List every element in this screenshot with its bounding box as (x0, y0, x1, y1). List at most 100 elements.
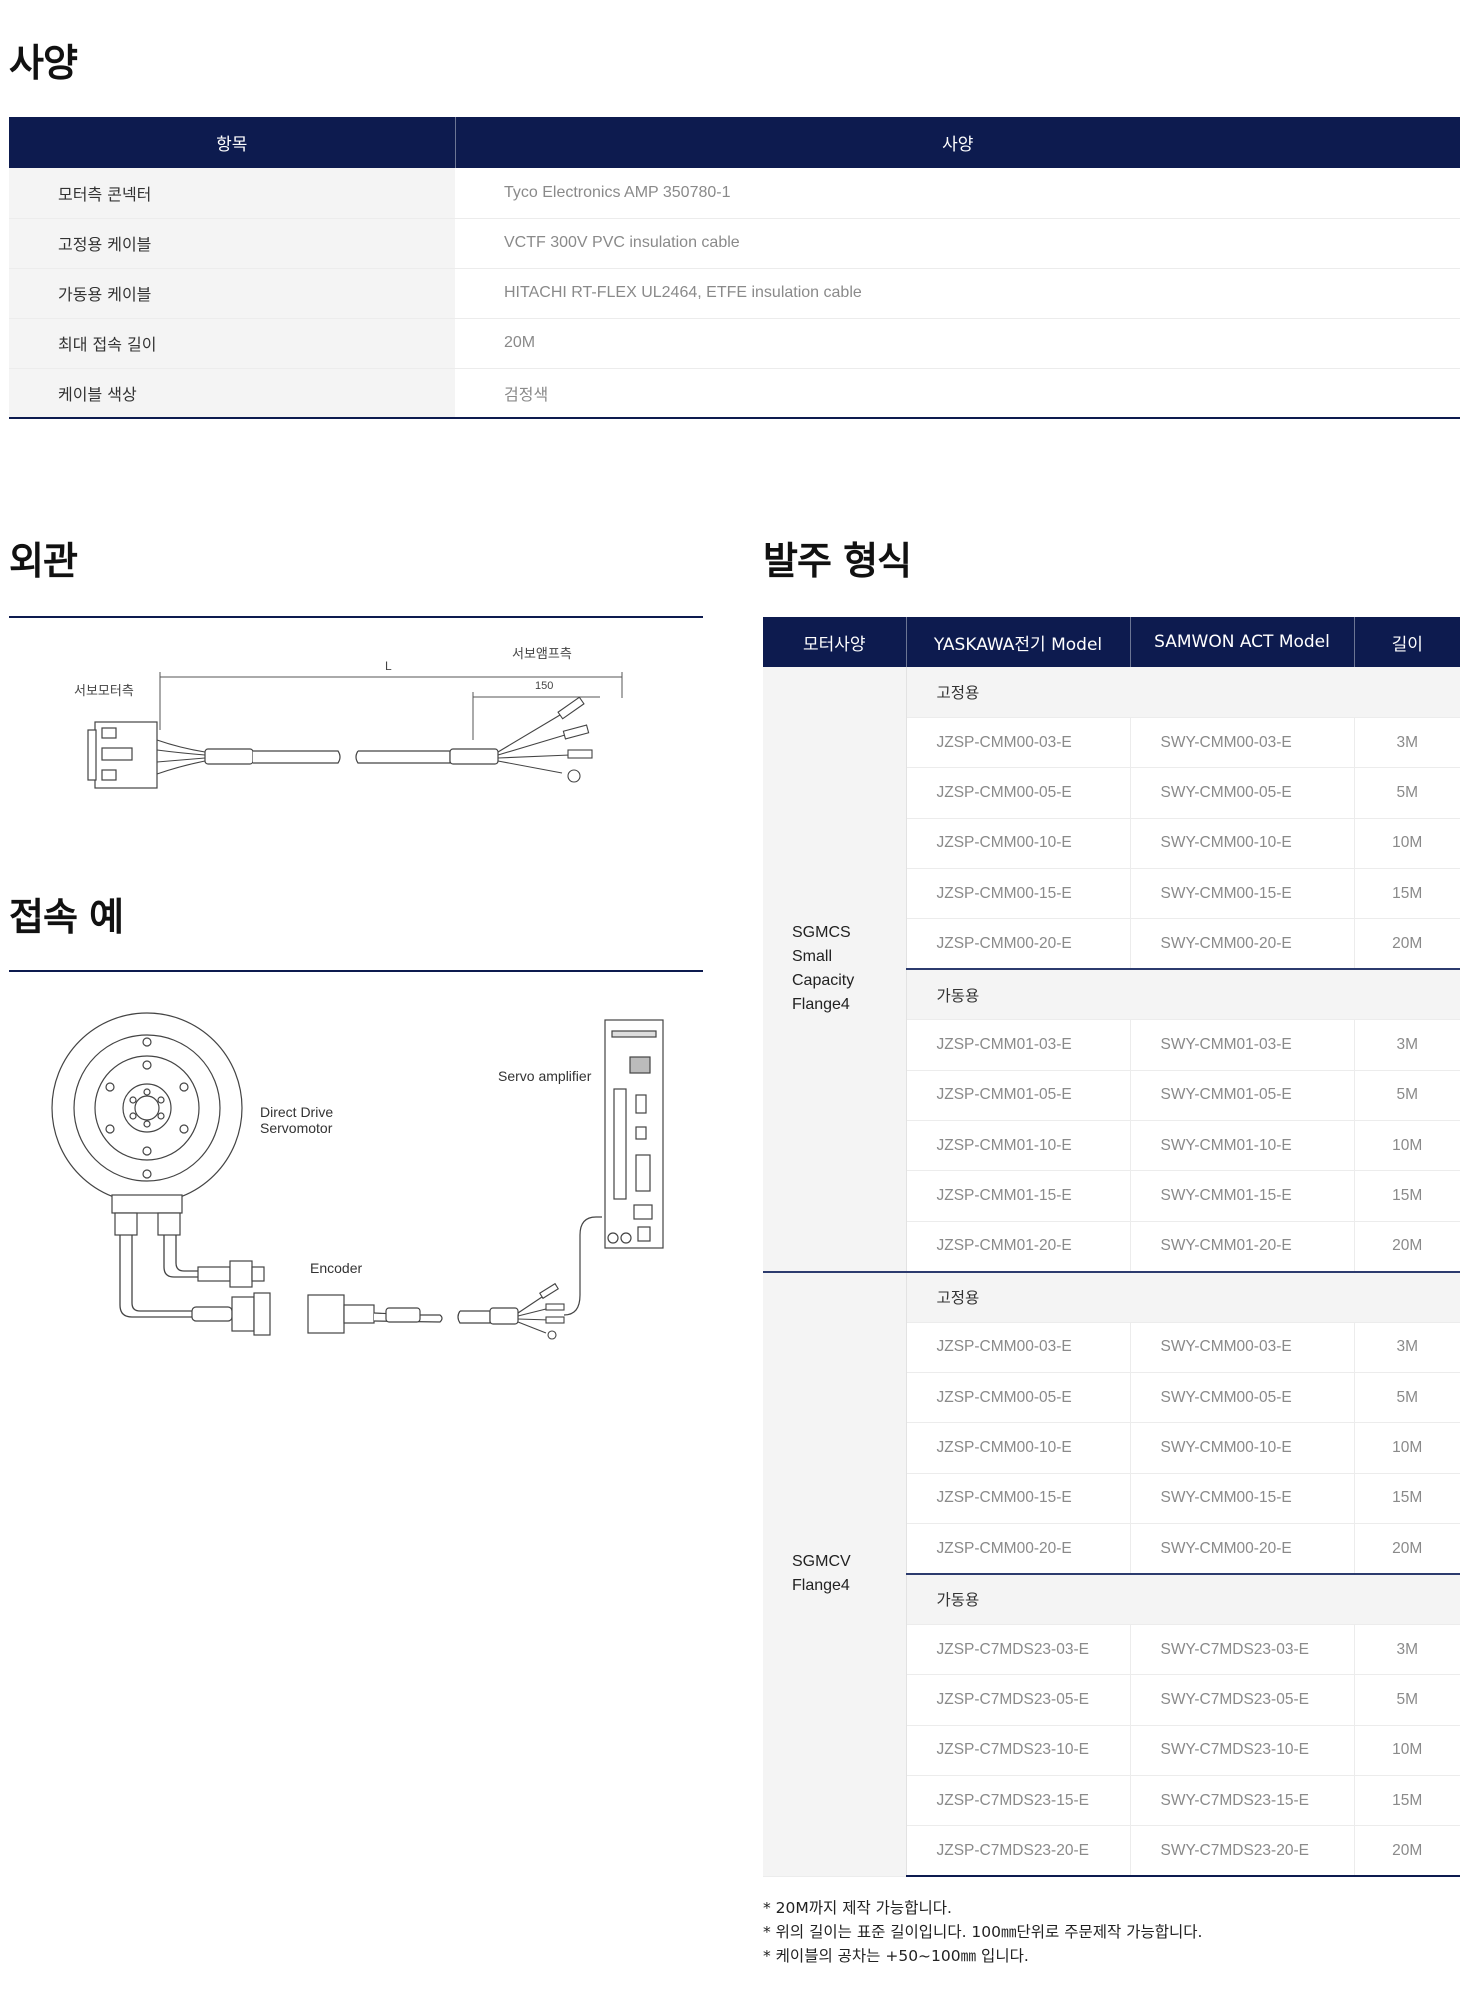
yaskawa-model: JZSP-C7MDS23-05-E (906, 1674, 1131, 1726)
samwon-model: SWY-C7MDS23-03-E (1130, 1624, 1355, 1676)
motor-line: SGMCS (792, 923, 851, 941)
cable-length: 5M (1354, 1070, 1460, 1122)
samwon-model: SWY-CMM00-05-E (1130, 767, 1355, 819)
spec-item: 고정용 케이블 (9, 218, 455, 269)
spec-row: 가동용 케이블 HITACHI RT-FLEX UL2464, ETFE ins… (9, 268, 1460, 319)
spec-value: Tyco Electronics AMP 350780-1 (455, 168, 1460, 219)
yaskawa-model: JZSP-CMM00-20-E (906, 918, 1131, 970)
yaskawa-model: JZSP-CMM01-05-E (906, 1070, 1131, 1122)
yaskawa-model: JZSP-CMM00-05-E (906, 767, 1131, 819)
samwon-model: SWY-CMM00-03-E (1130, 1322, 1355, 1373)
yaskawa-model: JZSP-CMM01-20-E (906, 1221, 1131, 1273)
yaskawa-model: JZSP-CMM01-03-E (906, 1019, 1131, 1071)
yaskawa-model: JZSP-CMM00-03-E (906, 717, 1131, 769)
spec-item: 최대 접속 길이 (9, 318, 455, 369)
cable-length: 20M (1354, 918, 1460, 970)
group-label-row: 가동용 (763, 1573, 1460, 1625)
group-label-row: 가동용 (763, 968, 1460, 1021)
samwon-model: SWY-CMM00-20-E (1130, 1523, 1355, 1575)
cable-length: 15M (1354, 1775, 1460, 1827)
label-servo-amp-side: 서보앰프측 (512, 646, 572, 661)
cable-length: 5M (1354, 1674, 1460, 1726)
cable-length: 20M (1354, 1221, 1460, 1273)
samwon-model: SWY-CMM00-20-E (1130, 918, 1355, 970)
order-title: 발주 형식 (763, 539, 912, 583)
cable-length: 3M (1354, 1019, 1460, 1071)
samwon-model: SWY-CMM00-15-E (1130, 1473, 1355, 1525)
group-label-row: SGMCV Flange4 고정용 (763, 1270, 1460, 1877)
sub-group-label: 가동용 (906, 968, 1460, 1021)
appearance-divider (9, 616, 703, 618)
cable-length: 3M (1354, 1322, 1460, 1373)
yaskawa-model: JZSP-CMM00-20-E (906, 1523, 1131, 1575)
yaskawa-model: JZSP-CMM00-15-E (906, 868, 1131, 920)
sub-group-label: 고정용 (906, 667, 1460, 718)
order-table: 모터사양 YASKAWA전기 Model SAMWON ACT Model 길이… (763, 617, 1460, 1878)
samwon-model: SWY-CMM00-10-E (1130, 818, 1355, 870)
samwon-model: SWY-C7MDS23-05-E (1130, 1674, 1355, 1726)
cable-length: 15M (1354, 1473, 1460, 1525)
motor-line: Flange4 (792, 995, 850, 1013)
appearance-title: 외관 (9, 539, 78, 583)
cable-length: 15M (1354, 868, 1460, 920)
samwon-model: SWY-C7MDS23-10-E (1130, 1725, 1355, 1777)
label-150: 150 (535, 680, 553, 692)
label-servo-amplifier: Servo amplifier (498, 1068, 592, 1084)
order-header-length: 길이 (1354, 617, 1460, 667)
cable-length: 3M (1354, 717, 1460, 769)
cable-length: 3M (1354, 1624, 1460, 1676)
yaskawa-model: JZSP-CMM00-10-E (906, 818, 1131, 870)
cable-length: 10M (1354, 1120, 1460, 1172)
cable-length: 10M (1354, 818, 1460, 870)
label-encoder: Encoder (310, 1260, 362, 1276)
cable-appearance-drawing: 서보앰프측 서보모터측 L 150 (74, 646, 623, 789)
motor-line: SGMCV (792, 1553, 851, 1571)
yaskawa-model: JZSP-C7MDS23-03-E (906, 1624, 1131, 1676)
sub-group-label: 가동용 (906, 1573, 1460, 1625)
yaskawa-model: JZSP-CMM00-15-E (906, 1473, 1131, 1525)
samwon-model: SWY-C7MDS23-20-E (1130, 1825, 1355, 1878)
spec-value: HITACHI RT-FLEX UL2464, ETFE insulation … (455, 268, 1460, 319)
note-line: * 20M까지 제작 가능합니다. (763, 1899, 952, 1917)
label-direct-drive: Direct Drive (260, 1104, 333, 1120)
cable-length: 10M (1354, 1725, 1460, 1777)
spec-row: 최대 접속 길이 20M (9, 318, 1460, 369)
yaskawa-model: JZSP-CMM00-10-E (906, 1422, 1131, 1474)
spec-value: 검정색 (455, 368, 1460, 419)
spec-item: 가동용 케이블 (9, 268, 455, 319)
order-notes: * 20M까지 제작 가능합니다. * 위의 길이는 표준 길이입니다. 100… (763, 1896, 1202, 1968)
spec-table: 항목 사양 모터측 콘넥터 Tyco Electronics AMP 35078… (9, 117, 1460, 419)
connection-title: 접속 예 (9, 895, 124, 939)
samwon-model: SWY-CMM01-10-E (1130, 1120, 1355, 1172)
spec-row: 케이블 색상 검정색 (9, 368, 1460, 419)
yaskawa-model: JZSP-C7MDS23-20-E (906, 1825, 1131, 1878)
spec-item: 모터측 콘넥터 (9, 168, 455, 219)
group-label-row: SGMCS Small Capacity Flange4 고정용 (763, 667, 1460, 1273)
spec-value: VCTF 300V PVC insulation cable (455, 218, 1460, 269)
cable-length: 20M (1354, 1825, 1460, 1878)
samwon-model: SWY-CMM01-15-E (1130, 1170, 1355, 1222)
sub-group-label: 고정용 (906, 1270, 1460, 1323)
spec-header-spec: 사양 (455, 117, 1460, 168)
samwon-model: SWY-CMM01-20-E (1130, 1221, 1355, 1273)
cable-length: 15M (1354, 1170, 1460, 1222)
order-header-yaskawa: YASKAWA전기 Model (906, 617, 1131, 667)
cable-length: 5M (1354, 1372, 1460, 1424)
samwon-model: SWY-C7MDS23-15-E (1130, 1775, 1355, 1827)
cable-length: 20M (1354, 1523, 1460, 1575)
samwon-model: SWY-CMM00-05-E (1130, 1372, 1355, 1424)
spec-row: 모터측 콘넥터 Tyco Electronics AMP 350780-1 (9, 168, 1460, 219)
note-line: * 케이블의 공차는 +50~100㎜ 입니다. (763, 1947, 1029, 1965)
